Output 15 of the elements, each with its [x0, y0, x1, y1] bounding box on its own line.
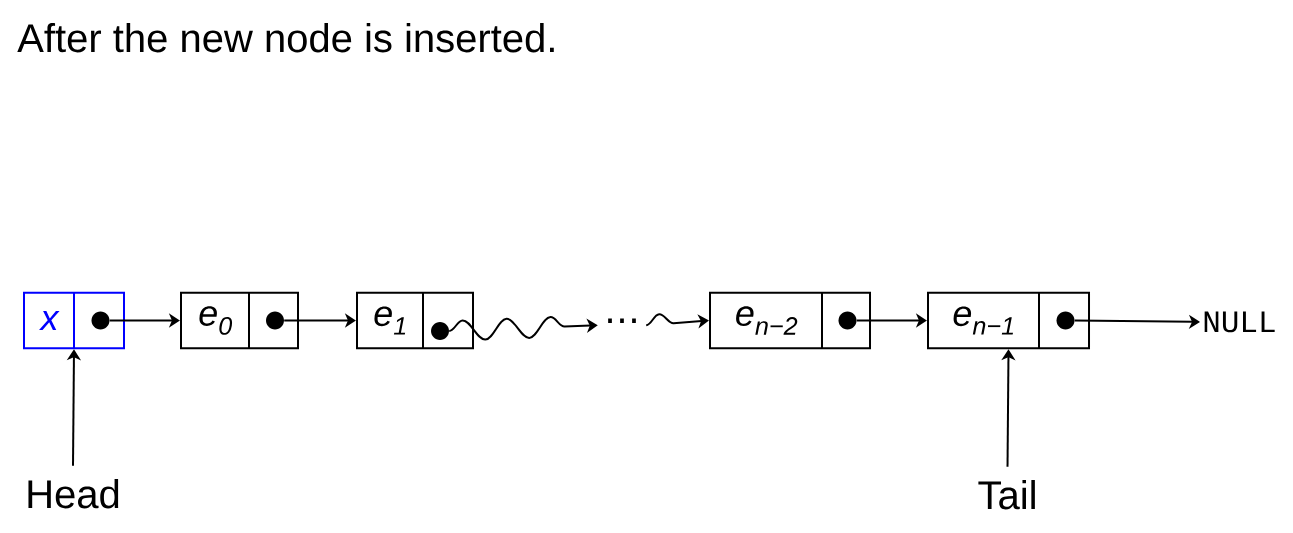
list-node-box: e$_{n−1}$	[927, 291, 1090, 350]
list-node-box: e$_{0}$	[180, 291, 299, 350]
title: After the new node is inserted.	[17, 23, 554, 53]
pointer-dot	[431, 322, 449, 340]
pointer-label: Tail	[978, 480, 1035, 510]
list-node-box: x	[23, 291, 125, 350]
pointer-dot	[1056, 311, 1075, 330]
list-node-box: e$_{1}$	[356, 291, 474, 350]
pointer-dot	[838, 311, 857, 330]
null-label: NULL	[1204, 311, 1275, 333]
ellipsis: ⋯	[608, 318, 636, 324]
pointer-dot	[91, 311, 110, 330]
pointer-dot	[266, 311, 284, 330]
list-node-box: e$_{n−2}$	[709, 291, 871, 350]
pointer-label: Head	[28, 479, 119, 509]
